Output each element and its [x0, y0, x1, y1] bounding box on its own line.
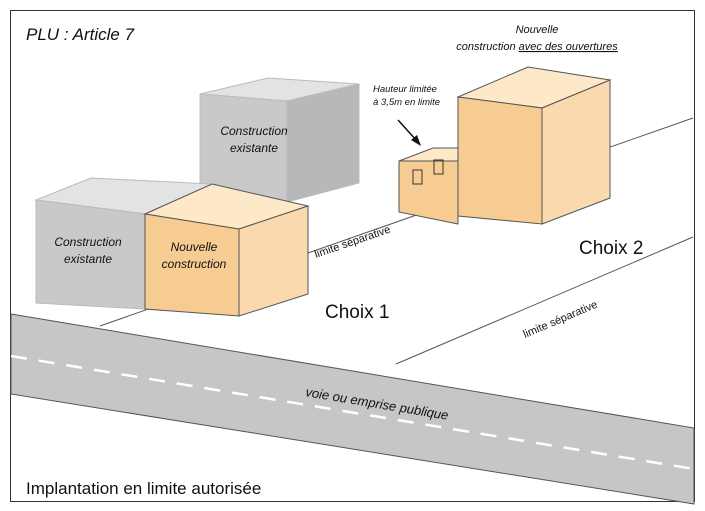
window-icon: [433, 159, 444, 175]
choix-1-label: Choix 1: [325, 302, 389, 323]
nouvelle-construction-choix-2: [398, 66, 612, 225]
existante-back-line1: Construction: [220, 124, 288, 138]
nouvelle-front-line2: construction: [162, 257, 227, 271]
nouvelle-construction-choix-1: [143, 183, 310, 317]
arrow-line: [397, 119, 418, 142]
existante-front-line1: Construction: [54, 235, 122, 249]
construction-existante-front: [34, 177, 213, 310]
nouvelle-label-line2: construction avec des ouvertures: [456, 41, 618, 53]
hauteur-label-line1: Hauteur limitée: [373, 84, 437, 95]
arrow-head-icon: [411, 135, 421, 146]
existante-back-line2: existante: [230, 141, 278, 155]
nouvelle-label-line1: Nouvelle: [516, 24, 559, 36]
road-center-dashes: [10, 354, 695, 471]
ouvertures-underlined: avec des ouvertures: [519, 41, 619, 53]
caption: Implantation en limite autorisée: [26, 479, 261, 498]
limite-separative-line-2: [395, 236, 694, 365]
public-road: [10, 313, 695, 505]
nouvelle-front-line1: Nouvelle: [171, 240, 218, 254]
hauteur-label-line2: à 3,5m en limite: [373, 97, 440, 108]
existante-front-line2: existante: [64, 252, 112, 266]
window-icon: [412, 169, 423, 185]
construction-existante-back: [199, 77, 360, 203]
page-title: PLU : Article 7: [26, 25, 135, 44]
choix-2-label: Choix 2: [579, 238, 643, 259]
